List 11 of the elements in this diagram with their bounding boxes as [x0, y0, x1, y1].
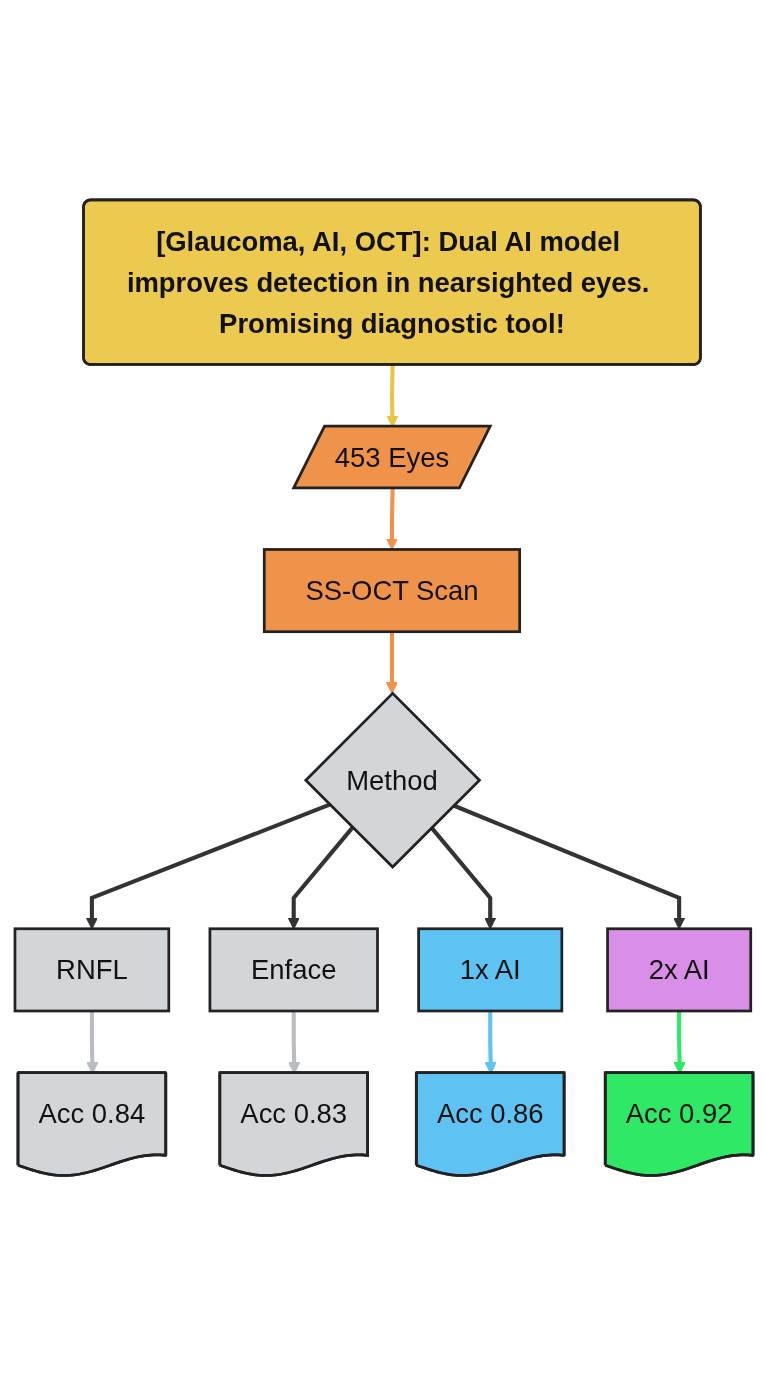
arrow	[287, 826, 355, 930]
node-box: 2x AI	[606, 927, 753, 1013]
arrow	[385, 632, 398, 695]
node-box: Enface	[208, 927, 379, 1013]
arrow	[452, 803, 686, 930]
arrow	[429, 826, 497, 930]
arrow	[85, 803, 331, 930]
node-diamond: Method	[303, 691, 482, 870]
node-box: 1x AI	[417, 927, 564, 1013]
node-box: RNFL	[13, 927, 171, 1013]
node-box: SS-OCT Scan	[262, 548, 522, 634]
